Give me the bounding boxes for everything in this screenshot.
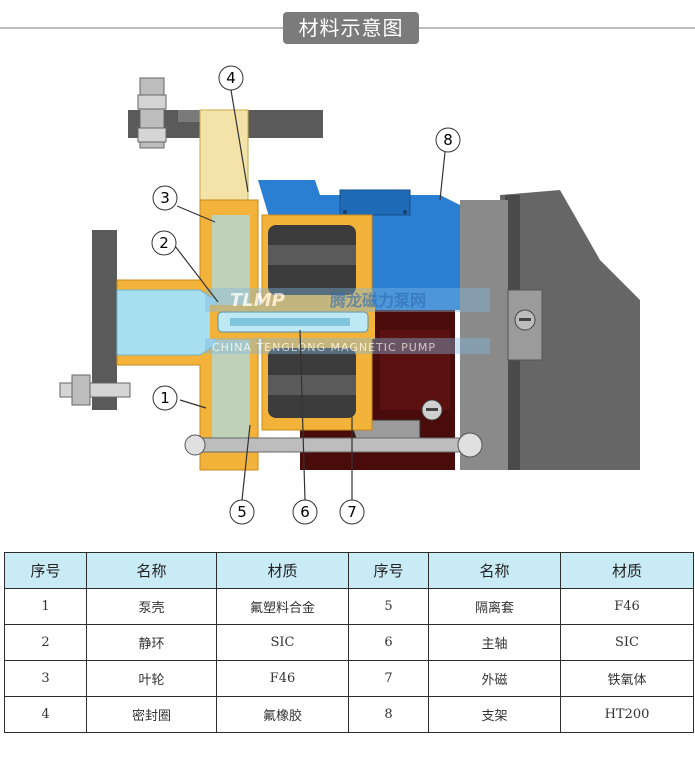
bottom-bolt — [184, 432, 483, 458]
table-cell: 外磁 — [428, 660, 561, 697]
callout-7: 7 — [347, 503, 357, 521]
table-cell: 8 — [348, 696, 429, 733]
table-cell: SIC — [216, 624, 349, 661]
callout-3: 3 — [160, 189, 170, 207]
motor-housing — [460, 190, 640, 470]
table-cell: 2 — [4, 624, 87, 661]
table-cell: 支架 — [428, 696, 561, 733]
callout-2: 2 — [159, 234, 169, 252]
callout-8: 8 — [443, 131, 453, 149]
watermark-en: CHINA TENGLONG MAGNETIC PUMP — [212, 341, 436, 354]
watermark-logo: TLMP — [230, 290, 285, 311]
table-cell: 7 — [348, 660, 429, 697]
inlet-channel — [116, 289, 216, 356]
table-row: 4 密封圈 氟橡胶 8 支架 HT200 — [4, 696, 694, 733]
materials-table: 序号 名称 材质 序号 名称 材质 1 泵壳 氟塑料合金 5 隔离套 F46 2… — [4, 552, 694, 733]
table-cell: 叶轮 — [86, 660, 217, 697]
main-shaft — [210, 305, 375, 339]
callout-6: 6 — [300, 503, 310, 521]
col-header: 序号 — [348, 552, 429, 589]
col-header: 名称 — [428, 552, 561, 589]
col-header: 序号 — [4, 552, 87, 589]
table-header-row: 序号 名称 材质 序号 名称 材质 — [4, 552, 694, 589]
page-title: 材料示意图 — [283, 12, 419, 44]
table-cell: 4 — [4, 696, 87, 733]
callout-leaders — [174, 89, 446, 501]
table-cell: 静环 — [86, 624, 217, 661]
watermark-cn: 腾龙磁力泵网 — [330, 291, 426, 310]
table-row: 3 叶轮 F46 7 外磁 铁氧体 — [4, 660, 694, 697]
callouts: 4 3 2 1 5 6 7 8 — [151, 65, 461, 525]
col-header: 名称 — [86, 552, 217, 589]
table-cell: F46 — [560, 588, 694, 625]
col-header: 材质 — [216, 552, 349, 589]
table-row: 1 泵壳 氟塑料合金 5 隔离套 F46 — [4, 588, 694, 625]
inlet-flange — [59, 230, 131, 410]
callout-1: 1 — [160, 389, 170, 407]
table-cell: 6 — [348, 624, 429, 661]
table-cell: 5 — [348, 588, 429, 625]
table-cell: 1 — [4, 588, 87, 625]
table-cell: F46 — [216, 660, 349, 697]
table-cell: SIC — [560, 624, 694, 661]
table-cell: 铁氧体 — [560, 660, 694, 697]
callout-4: 4 — [226, 69, 236, 87]
table-cell: 氟塑料合金 — [216, 588, 349, 625]
pump-cross-section-diagram: TLMP 腾龙磁力泵网 CHINA TENGLONG MAGNETIC PUMP… — [59, 65, 640, 525]
table-cell: 氟橡胶 — [216, 696, 349, 733]
table-cell: 密封圈 — [86, 696, 217, 733]
discharge-outlet — [199, 109, 249, 211]
watermark: TLMP 腾龙磁力泵网 CHINA TENGLONG MAGNETIC PUMP — [205, 288, 490, 354]
table-cell: 主轴 — [428, 624, 561, 661]
table-row: 2 静环 SIC 6 主轴 SIC — [4, 624, 694, 661]
col-header: 材质 — [560, 552, 694, 589]
table-cell: 3 — [4, 660, 87, 697]
table-cell: 泵壳 — [86, 588, 217, 625]
callout-5: 5 — [237, 503, 247, 521]
table-cell: 隔离套 — [428, 588, 561, 625]
table-cell: HT200 — [560, 696, 694, 733]
